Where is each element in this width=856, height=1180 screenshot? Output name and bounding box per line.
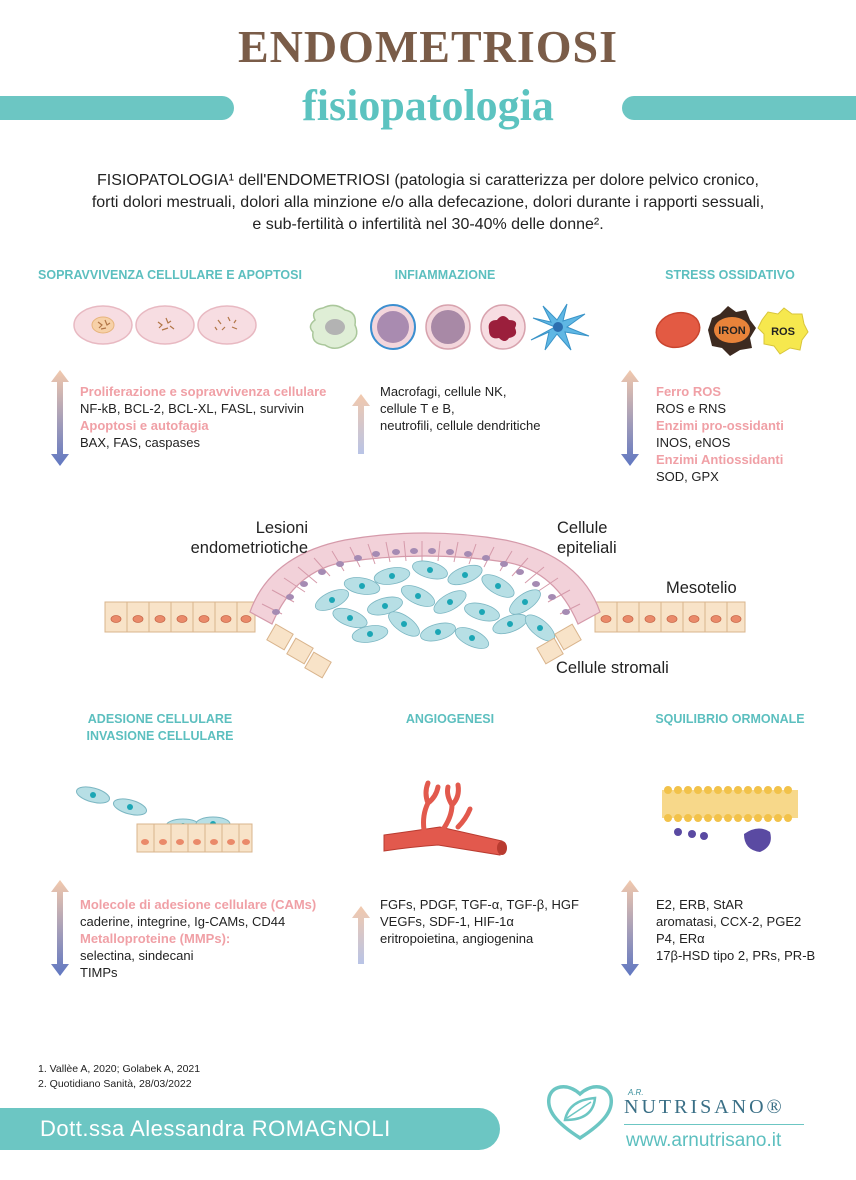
title-line: INVASIONE CELLULARE <box>86 729 234 743</box>
label-line: endometriotiche <box>190 539 308 557</box>
mesothelium-right <box>594 601 746 633</box>
intro-line: e sub-fertilità o infertilità nel 30-40%… <box>252 216 604 233</box>
macrophage-icon <box>309 304 358 349</box>
list-heading: Metalloproteine (MMPs): <box>80 931 231 946</box>
section-title-adesione: ADESIONE CELLULARE INVASIONE CELLULARE <box>40 711 280 745</box>
title-line: ADESIONE CELLULARE <box>87 712 233 726</box>
red-blood-cell-icon <box>655 311 701 349</box>
list-heading: Proliferazione e sopravvivenza cellulare <box>80 384 327 399</box>
nk-cell-icon <box>370 304 416 350</box>
list-item: selectina, sindecani <box>80 948 194 963</box>
list-heading: Enzimi Antiossidanti <box>656 452 784 467</box>
oxidative-stress-icon: IRON ROS <box>655 306 809 356</box>
list-item: neutrofili, cellule dendritiche <box>380 418 541 433</box>
references: 1. Vallèe A, 2020; Golabek A, 2021 2. Qu… <box>38 1062 200 1092</box>
list-item: P4, ERα <box>656 931 705 946</box>
ros-icon: ROS <box>757 307 809 355</box>
membrane-receptor-icon <box>662 786 798 852</box>
intro-line: FISIOPATOLOGIA¹ dell'ENDOMETRIOSI (patol… <box>97 172 759 189</box>
iron-label: IRON <box>718 325 746 337</box>
dendritic-cell-icon <box>530 303 590 351</box>
author-bar <box>0 1108 500 1150</box>
label-line: epiteliali <box>557 539 617 557</box>
up-down-arrow-icon <box>621 370 639 466</box>
list-item: VEGFs, SDF-1, HIF-1α <box>380 914 514 929</box>
section-title-stress: STRESS OSSIDATIVO <box>665 268 795 282</box>
iron-icon: IRON <box>708 306 756 356</box>
list-item: 17β-HSD tipo 2, PRs, PR-B <box>656 948 816 963</box>
list-item: eritropoietina, angiogenina <box>380 931 534 946</box>
ros-label: ROS <box>771 326 795 338</box>
header-bar-left <box>0 96 234 120</box>
apoptosi-list: Proliferazione e sopravvivenza cellulare… <box>80 383 326 451</box>
neutrophil-icon <box>480 304 526 350</box>
cell-icon <box>73 305 133 345</box>
section-title-infiammazione: INFIAMMAZIONE <box>394 268 496 282</box>
stromal-cells <box>314 560 556 649</box>
label-lesioni: Lesioni endometriotiche <box>180 518 308 558</box>
ormonale-list: E2, ERB, StAR aromatasi, CCX-2, PGE2 P4,… <box>656 896 815 964</box>
lymphocyte-icon <box>425 304 471 350</box>
cell-icon <box>197 305 257 345</box>
brand-initials: A.R. <box>628 1088 644 1097</box>
website-link[interactable]: www.arnutrisano.it <box>626 1130 782 1151</box>
list-heading: Molecole di adesione cellulare (CAMs) <box>80 897 317 912</box>
header-bar-right <box>622 96 856 120</box>
label-line: Lesioni <box>255 519 308 537</box>
section-title-angiogenesi: ANGIOGENESI <box>405 712 495 726</box>
heart-leaf-logo-icon <box>546 1085 614 1141</box>
intro-text: FISIOPATOLOGIA¹ dell'ENDOMETRIOSI (patol… <box>60 170 796 236</box>
immune-cells-icon <box>309 303 590 351</box>
list-item: aromatasi, CCX-2, PGE2 <box>656 914 802 929</box>
list-heading: Apoptosi e autofagia <box>80 418 209 433</box>
brand-divider <box>624 1124 804 1125</box>
cell-icon <box>135 305 195 345</box>
list-item: caderine, integrine, Ig-CAMs, CD44 <box>80 914 286 929</box>
label-epiteliali: Cellule epiteliali <box>557 518 617 558</box>
infiammazione-list: Macrofagi, cellule NK, cellule T e B, ne… <box>380 383 540 434</box>
list-heading: Enzimi pro-ossidanti <box>656 418 784 433</box>
list-item: E2, ERB, StAR <box>656 897 744 912</box>
adhesion-icon <box>75 786 253 853</box>
lesion-diagram <box>104 532 746 679</box>
list-item: ROS e RNS <box>656 401 727 416</box>
invading-mesothelial-cells <box>266 623 582 679</box>
label-mesotelio: Mesotelio <box>666 579 737 597</box>
section-title-ormonale: SQUILIBRIO ORMONALE <box>655 712 805 726</box>
author-name: Dott.ssa Alessandra ROMAGNOLI <box>40 1116 391 1141</box>
label-line: Cellule <box>557 519 608 537</box>
intro-line: forti dolori mestruali, dolori alla minz… <box>91 194 765 211</box>
list-item: SOD, GPX <box>656 469 719 484</box>
section-title-apoptosi: SOPRAVVIVENZA CELLULARE E APOPTOSI <box>38 268 302 282</box>
list-item: FGFs, PDGF, TGF-α, TGF-β, HGF <box>380 897 579 912</box>
list-item: BAX, FAS, caspases <box>80 435 200 450</box>
list-heading: Ferro ROS <box>656 384 722 399</box>
brand-name: NUTRISANO® <box>624 1096 785 1118</box>
up-down-arrow-icon <box>621 880 639 976</box>
list-item: cellule T e B, <box>380 401 455 416</box>
mesothelium-left <box>104 601 256 633</box>
list-item: TIMPs <box>80 965 118 980</box>
list-item: INOS, eNOS <box>656 435 731 450</box>
up-arrow-icon <box>352 906 370 964</box>
stress-list: Ferro ROS ROS e RNS Enzimi pro-ossidanti… <box>656 383 784 485</box>
list-item: Macrofagi, cellule NK, <box>380 384 507 399</box>
up-arrow-icon <box>352 394 370 454</box>
reference-item: 1. Vallèe A, 2020; Golabek A, 2021 <box>38 1063 201 1075</box>
epithelial-layer <box>249 532 601 625</box>
label-stromali: Cellule stromali <box>556 659 669 677</box>
up-down-arrow-icon <box>51 880 69 976</box>
blood-vessel-icon <box>383 780 507 856</box>
page-title: ENDOMETRIOSI <box>237 21 619 72</box>
angiogenesi-list: FGFs, PDGF, TGF-α, TGF-β, HGF VEGFs, SDF… <box>380 896 579 947</box>
reference-item: 2. Quotidiano Sanità, 28/03/2022 <box>38 1078 192 1090</box>
up-down-arrow-icon <box>51 370 69 466</box>
adesione-list: Molecole di adesione cellulare (CAMs) ca… <box>80 896 316 981</box>
page-subtitle: fisiopatologia <box>302 81 554 130</box>
list-item: NF-kB, BCL-2, BCL-XL, FASL, survivin <box>80 401 304 416</box>
apoptosis-cells-icon <box>73 305 257 345</box>
